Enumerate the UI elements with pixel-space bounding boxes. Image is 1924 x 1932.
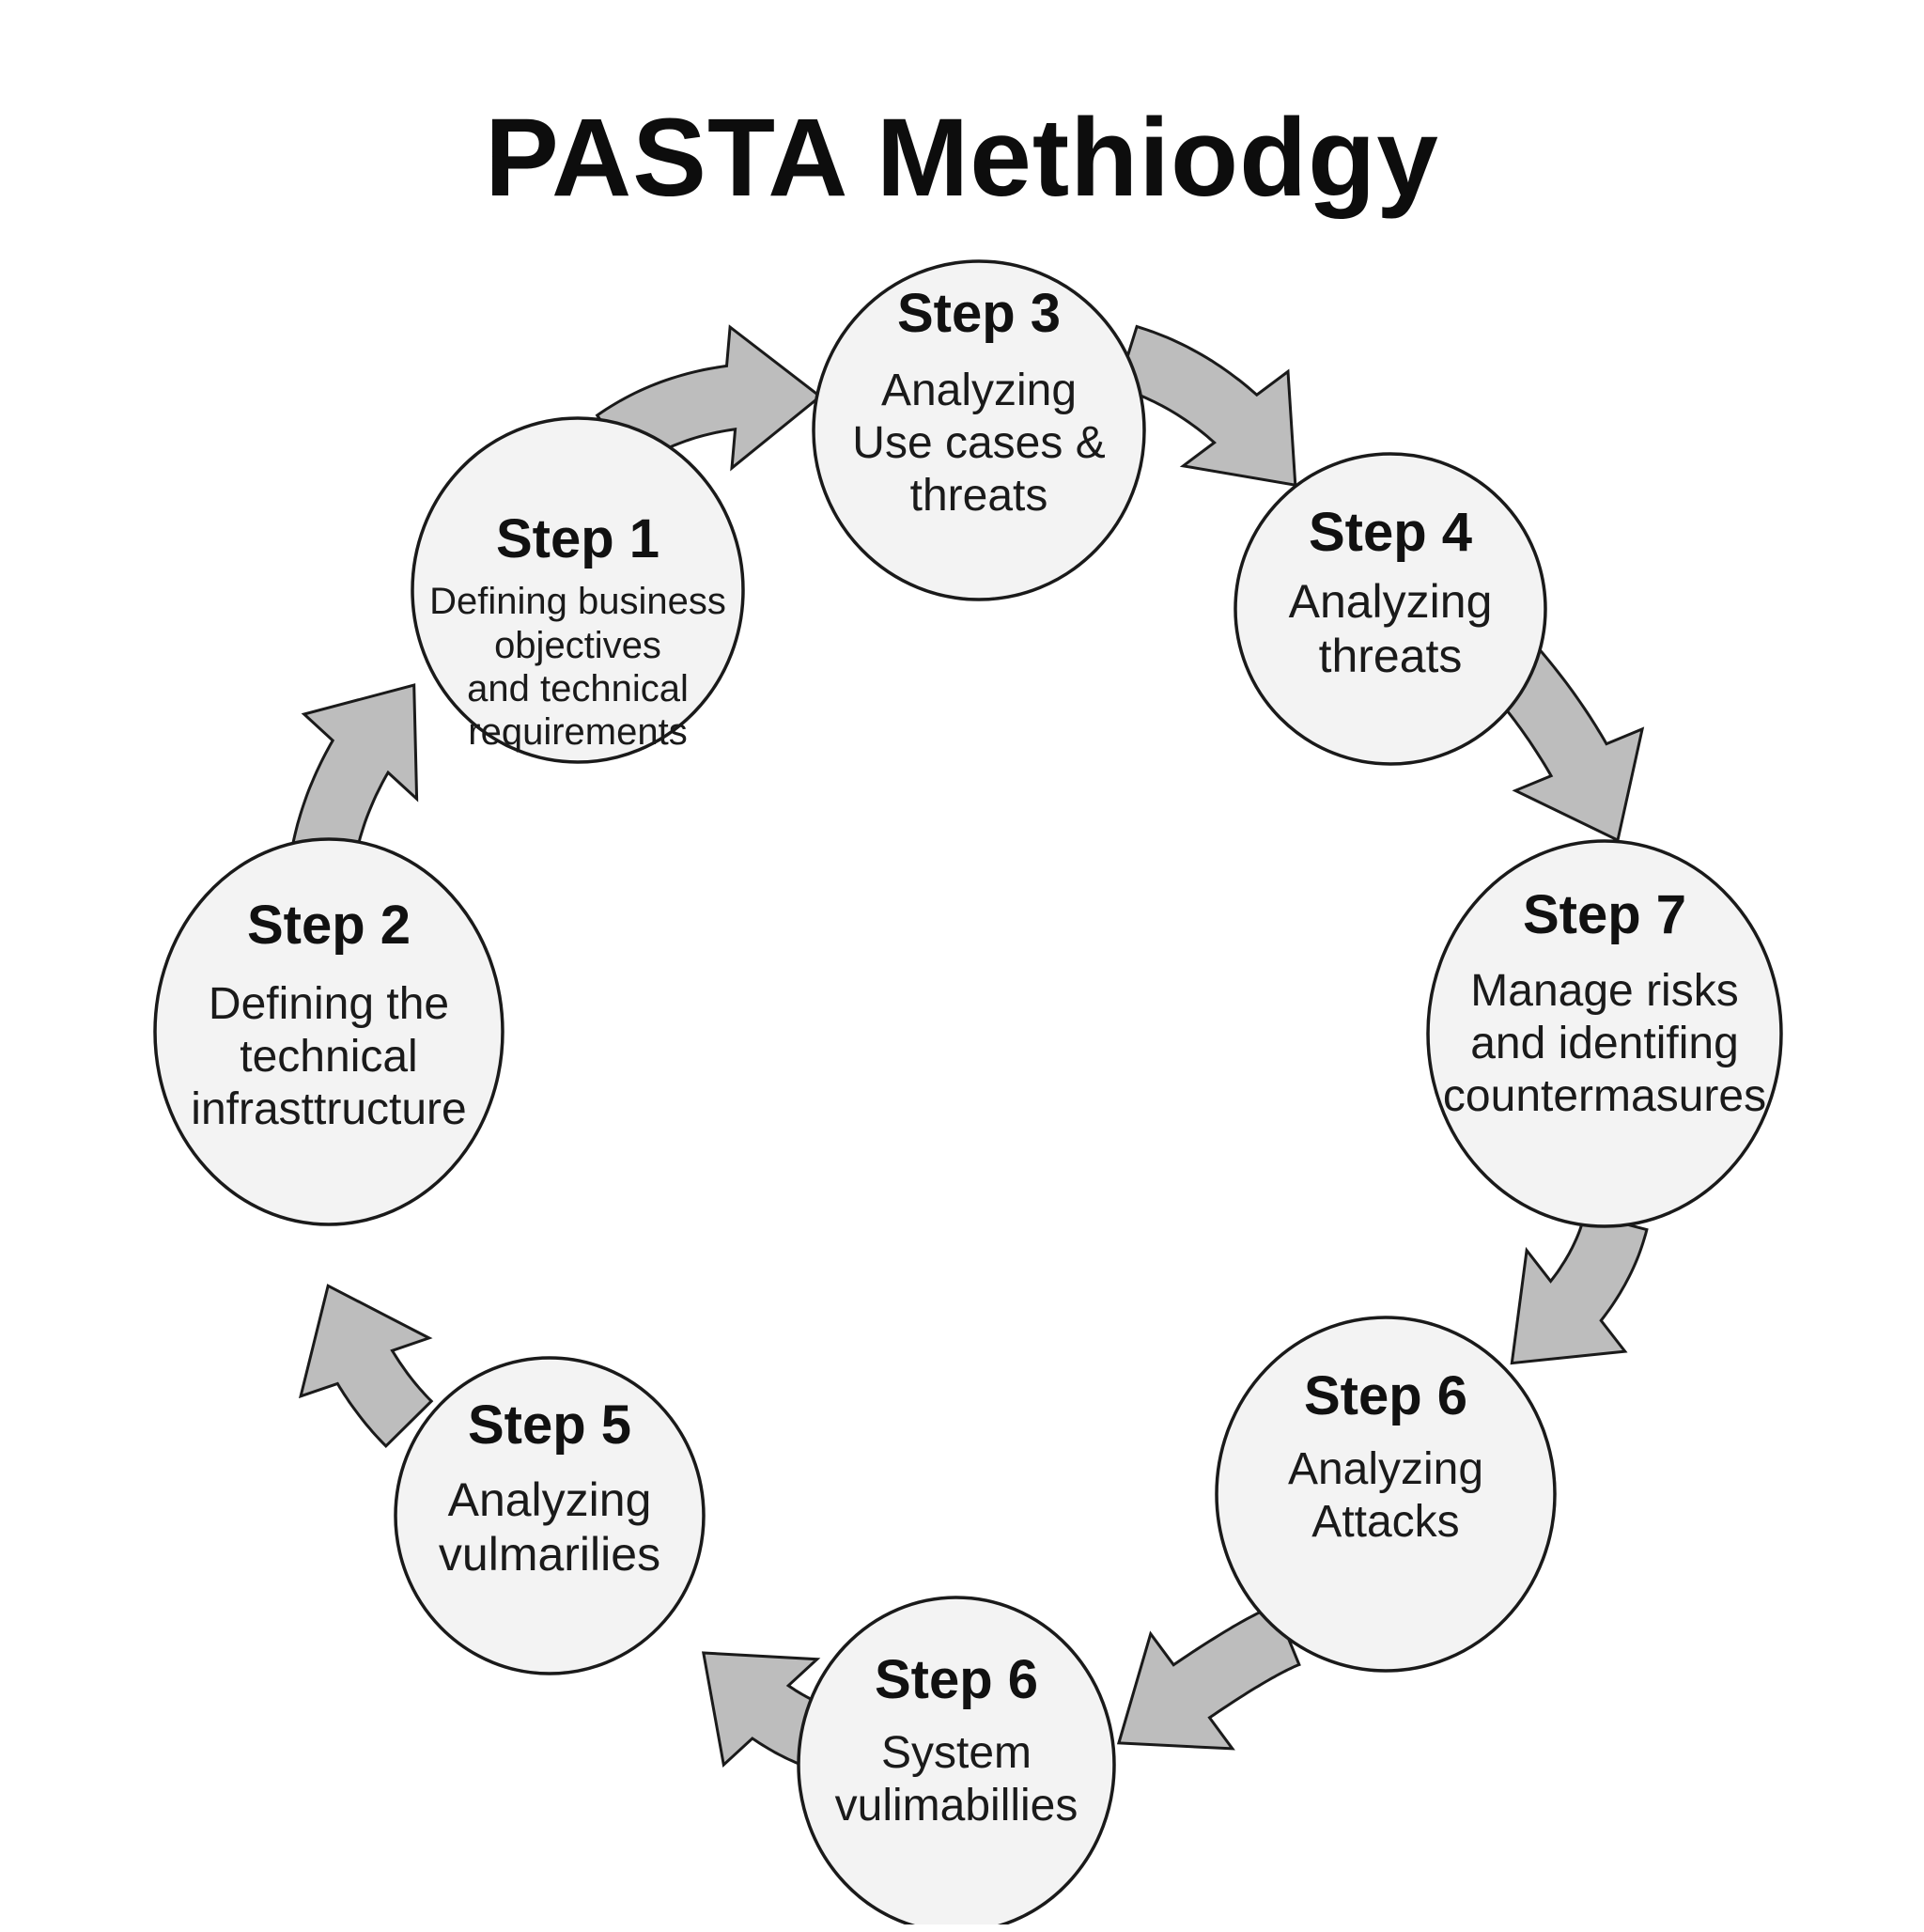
step-1-description: Defining business objectives and technic…: [429, 581, 726, 754]
step-circle-7: [797, 1596, 1116, 1924]
step-6-system-node: Step 6 System vulimabillies: [780, 1597, 1133, 1932]
step-6-attacks-node: Step 6 Analyzing Attacks: [1198, 1317, 1574, 1671]
circles: [153, 259, 1783, 1924]
step-circle-8: [394, 1356, 706, 1675]
step-4-description: Analyzing threats: [1288, 575, 1493, 683]
step-circle-5: [1426, 839, 1783, 1228]
step-6-attacks-label: Step 6: [1303, 1365, 1468, 1426]
step-7-description: Manage risks and identifing countermasur…: [1442, 966, 1767, 1121]
step-3-node: Step 3 Analyzing Use cases & threats: [795, 261, 1163, 600]
step-2-node: Step 2 Defining the technical infrasttru…: [136, 839, 521, 1224]
arrow-step3-to-step4: [1116, 324, 1297, 487]
step-4-label: Step 4: [1308, 502, 1473, 563]
step-circle-4: [1234, 452, 1547, 766]
arrow-step2-to-step1: [291, 683, 419, 859]
step-7-node: Step 7 Manage risks and identifing count…: [1409, 841, 1800, 1226]
step-5-label: Step 5: [467, 1394, 632, 1456]
arrow-step4-to-step7: [1486, 644, 1645, 843]
step-circle-3: [812, 259, 1146, 601]
arrow-step5-to-step2: [298, 1284, 434, 1449]
step-4-node: Step 4 Analyzing threats: [1217, 454, 1564, 764]
step-2-description: Defining the technical infrasttructure: [191, 979, 467, 1134]
step-3-description: Analyzing Use cases & threats: [852, 366, 1106, 521]
diagram-title: PASTA Methiodgy: [485, 96, 1439, 220]
step-1-label: Step 1: [495, 508, 660, 569]
arrow-step7-to-step6: [1510, 1211, 1649, 1365]
step-5-node: Step 5 Analyzing vulmarilies: [377, 1358, 722, 1674]
step-6-system-description: System vulimabillies: [834, 1728, 1078, 1831]
step-6-attacks-description: Analyzing Attacks: [1287, 1444, 1484, 1547]
step-circle-2: [153, 837, 504, 1226]
step-7-label: Step 7: [1522, 884, 1687, 945]
step-6-system-label: Step 6: [874, 1649, 1039, 1710]
arrow-step6-to-step6: [1116, 1603, 1301, 1751]
step-circle-6: [1215, 1316, 1557, 1673]
step-2-label: Step 2: [246, 895, 411, 956]
step-5-description: Analyzing vulmarilies: [438, 1473, 661, 1581]
step-circle-1: [411, 416, 745, 764]
step-3-label: Step 3: [896, 283, 1062, 344]
arrows: [291, 324, 1649, 1771]
step-1-node: Step 1 Defining business objectives and …: [394, 418, 762, 762]
